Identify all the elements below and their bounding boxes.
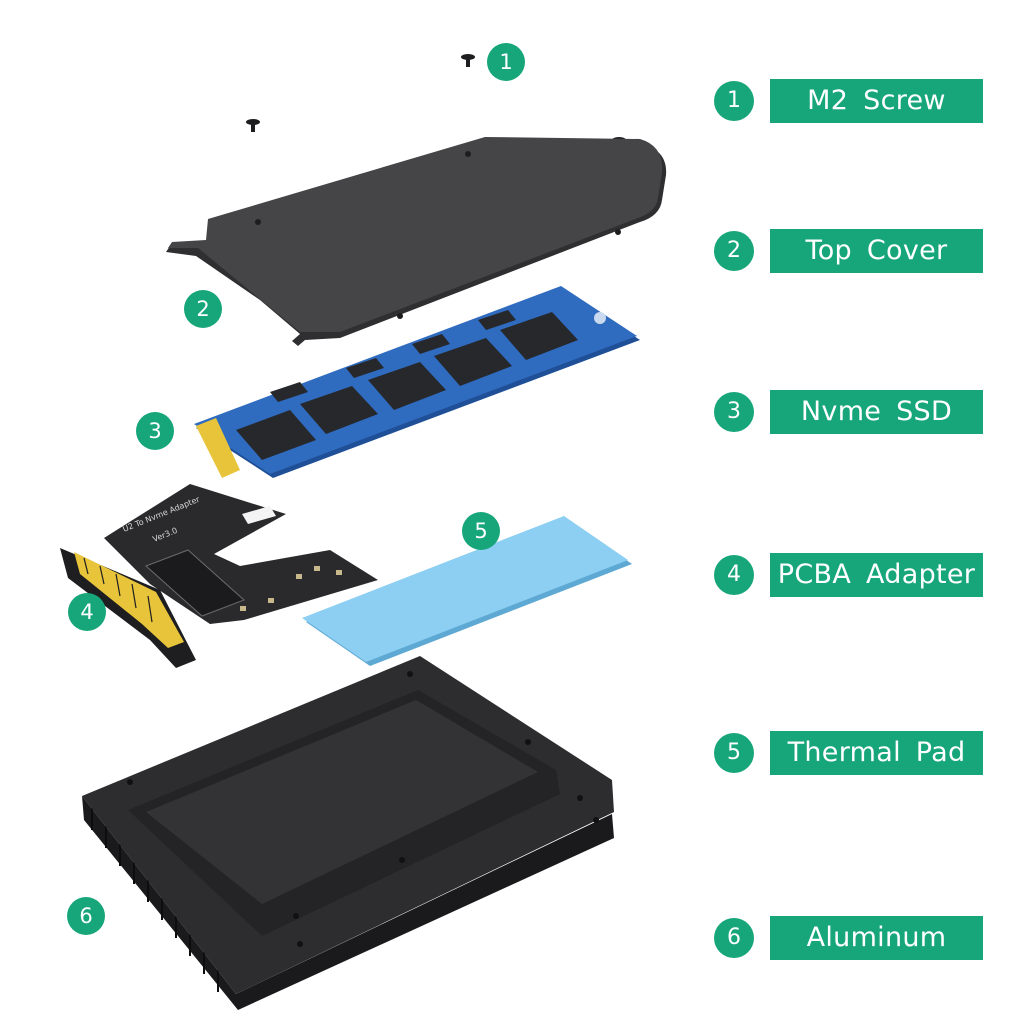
callout-2: 2 bbox=[184, 290, 222, 328]
legend-row-top-cover: 2 Top Cover bbox=[714, 229, 986, 273]
legend-row-m2-screw: 1 M2 Screw bbox=[714, 79, 986, 123]
callout-6: 6 bbox=[67, 897, 105, 935]
legend-label: Nvme SSD bbox=[770, 390, 983, 434]
callout-5: 5 bbox=[462, 512, 500, 550]
legend-row-thermal-pad: 5 Thermal Pad bbox=[714, 731, 986, 775]
legend-row-nvme-ssd: 3 Nvme SSD bbox=[714, 390, 986, 434]
legend-label: M2 Screw bbox=[770, 79, 983, 123]
top-cover bbox=[166, 137, 667, 346]
legend-number-badge: 5 bbox=[714, 733, 754, 773]
callout-4: 4 bbox=[68, 593, 106, 631]
legend-number-badge: 4 bbox=[714, 555, 754, 595]
aluminum-case bbox=[82, 656, 614, 1010]
legend-row-pcba-adapter: 4 PCBA Adapter bbox=[714, 553, 986, 597]
legend-label: Top Cover bbox=[770, 229, 983, 273]
callout-1: 1 bbox=[487, 43, 525, 81]
nvme-ssd bbox=[194, 286, 640, 478]
legend-row-aluminum-case: 6 Aluminum Case bbox=[714, 916, 986, 997]
screw bbox=[246, 119, 260, 132]
legend-label: PCBA Adapter bbox=[770, 553, 983, 597]
screw bbox=[461, 54, 475, 67]
callout-3: 3 bbox=[136, 412, 174, 450]
legend-number-badge: 1 bbox=[714, 81, 754, 121]
legend-number-badge: 3 bbox=[714, 392, 754, 432]
pcba-adapter: U2 To Nvme Adapter Ver3.0 bbox=[60, 484, 378, 668]
legend-label: Thermal Pad bbox=[770, 731, 983, 775]
thermal-pad bbox=[302, 516, 632, 666]
legend-label: Aluminum Case bbox=[770, 916, 983, 997]
legend-number-badge: 2 bbox=[714, 231, 754, 271]
legend-number-badge: 6 bbox=[714, 918, 754, 958]
